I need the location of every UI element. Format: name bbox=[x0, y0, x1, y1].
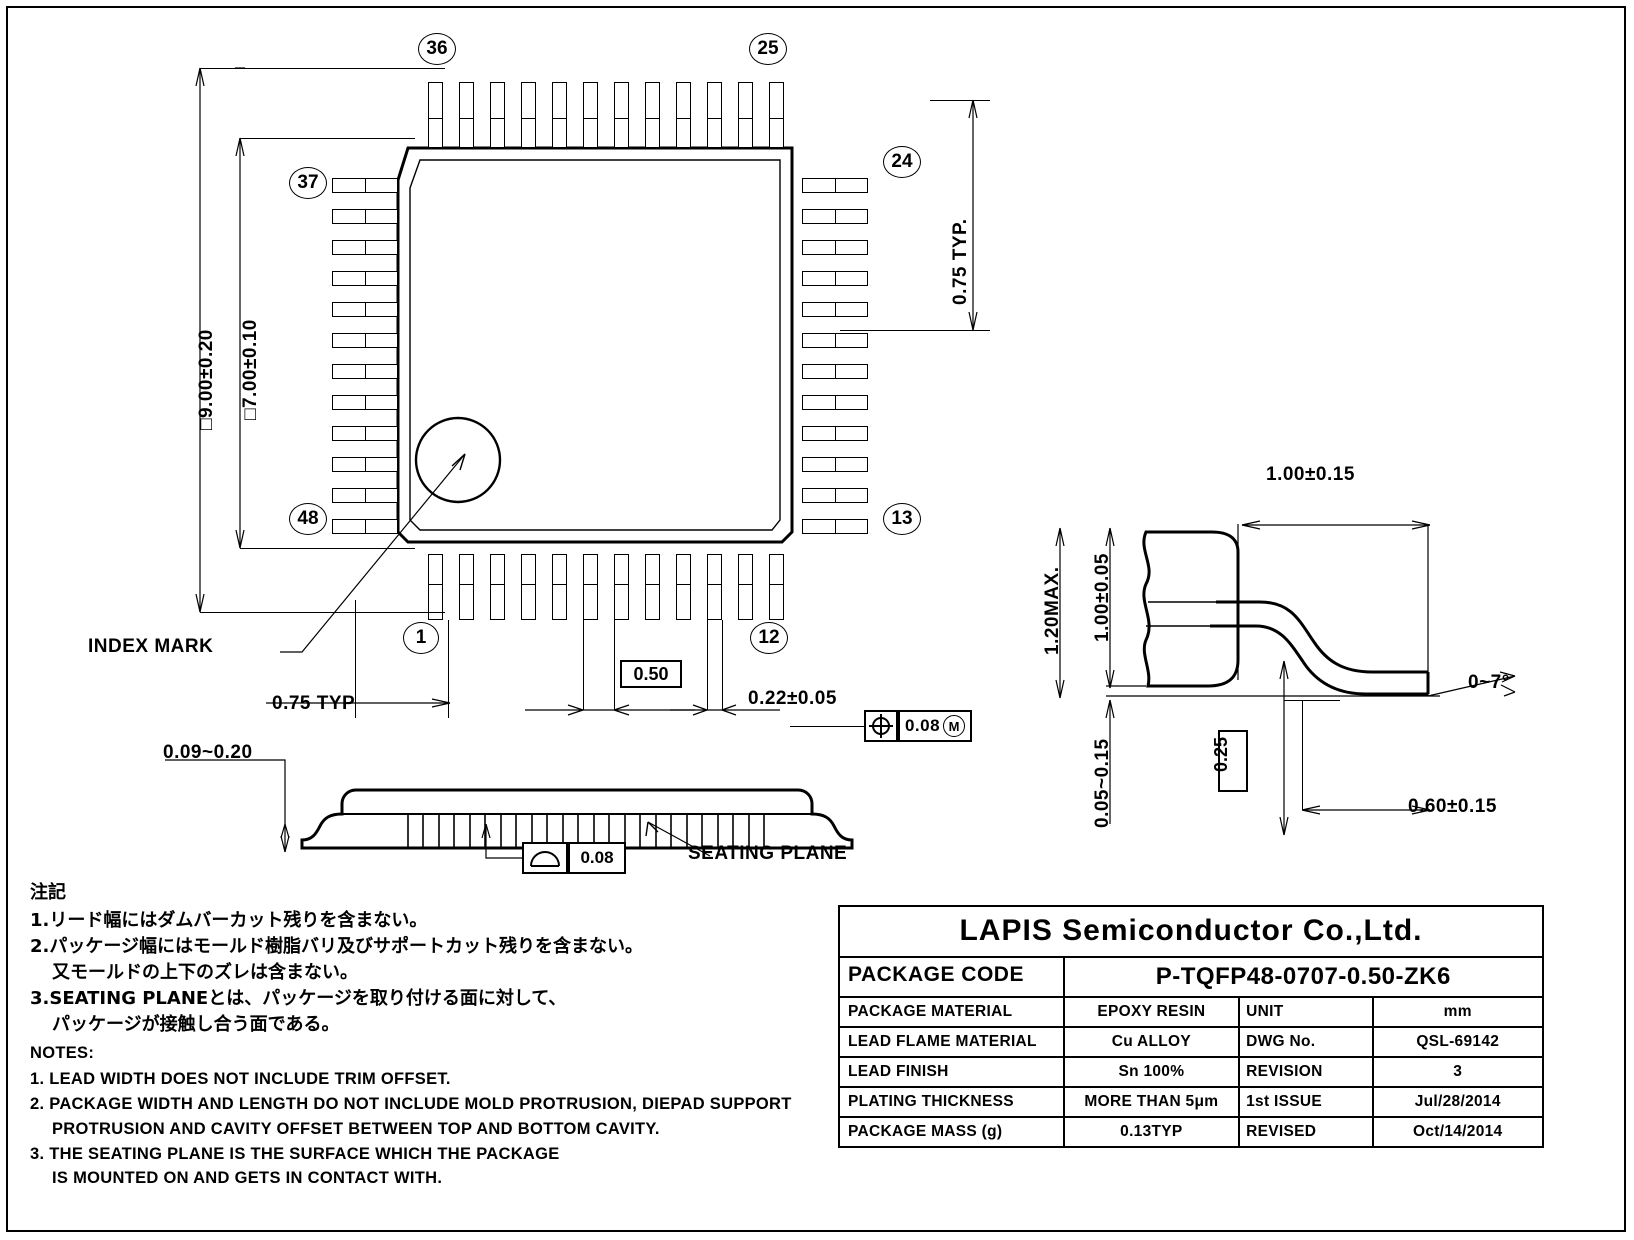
foot-flat-label: 0.60±0.15 bbox=[1408, 796, 1497, 817]
pitch-dimension-line bbox=[525, 704, 695, 716]
pin-callout-48: 48 bbox=[289, 503, 327, 535]
overall-width-label: □9.00±0.20 bbox=[196, 329, 217, 430]
position-tolerance-icon bbox=[869, 714, 893, 738]
note-jp-3b: パッケージが接触し合う面である。 bbox=[52, 1014, 340, 1036]
title-block: LAPIS Semiconductor Co.,Ltd. PACKAGE COD… bbox=[838, 905, 1544, 1148]
table-row: PACKAGE MASS (g) 0.13TYP REVISED Oct/14/… bbox=[840, 1118, 1542, 1146]
note-en-3b: IS MOUNTED ON AND GETS IN CONTACT WITH. bbox=[52, 1169, 443, 1188]
package-code-value: P-TQFP48-0707-0.50-ZK6 bbox=[1155, 963, 1451, 990]
lead-thickness-value: 0.25 bbox=[1211, 736, 1232, 772]
company-name: LAPIS Semiconductor Co.,Ltd. bbox=[840, 907, 1542, 958]
body-thickness-label: 1.00±0.05 bbox=[1092, 553, 1113, 642]
note-jp-2: 2.パッケージ幅にはモールド樹脂バリ及びサポートカット残りを含まない。 bbox=[30, 936, 643, 958]
pin-callout-37: 37 bbox=[289, 167, 327, 199]
seating-plane-label: SEATING PLANE bbox=[688, 843, 848, 864]
foot-flat-dimension-line bbox=[1301, 805, 1431, 815]
note-en-3: 3. THE SEATING PLANE IS THE SURFACE WHIC… bbox=[30, 1144, 560, 1163]
pitch-value-box: 0.50 bbox=[620, 660, 682, 688]
lead-foot-length-dimension-line bbox=[1241, 520, 1431, 530]
position-tolerance-value: 0.08 bbox=[904, 716, 941, 735]
pin-callout-25: 25 bbox=[749, 33, 787, 65]
pin-callout-12: 12 bbox=[750, 622, 788, 654]
notes-en-heading: NOTES: bbox=[30, 1043, 95, 1062]
pin-callout-1: 1 bbox=[403, 622, 439, 654]
pin-callout-24: 24 bbox=[883, 146, 921, 178]
note-en-2: 2. PACKAGE WIDTH AND LENGTH DO NOT INCLU… bbox=[30, 1095, 792, 1114]
row-value2: Jul/28/2014 bbox=[1414, 1093, 1501, 1110]
row-key2: DWG No. bbox=[1240, 1028, 1374, 1056]
row-value: Cu ALLOY bbox=[1065, 1028, 1241, 1056]
row-value: MORE THAN 5μm bbox=[1065, 1088, 1241, 1116]
pin-callout-36: 36 bbox=[418, 33, 456, 65]
total-height-dimension-line bbox=[1055, 527, 1065, 699]
body-width-label: □7.00±0.10 bbox=[240, 319, 261, 420]
row-value2: mm bbox=[1443, 1003, 1472, 1020]
sheet-border bbox=[6, 6, 1626, 1232]
standoff-height-dimension-line bbox=[1105, 699, 1115, 824]
notes-jp-heading: 注記 bbox=[30, 882, 66, 903]
table-row: LEAD FINISH Sn 100% REVISION 3 bbox=[840, 1058, 1542, 1088]
table-row: LEAD FLAME MATERIAL Cu ALLOY DWG No. QSL… bbox=[840, 1028, 1542, 1058]
row-key: PACKAGE MATERIAL bbox=[840, 998, 1065, 1026]
row-value: EPOXY RESIN bbox=[1065, 998, 1241, 1026]
row-key2: REVISED bbox=[1240, 1118, 1374, 1146]
row-key: LEAD FINISH bbox=[840, 1058, 1065, 1086]
coplanarity-leader bbox=[481, 823, 524, 859]
lead-pitch-typ-top-label: 0.75 TYP. bbox=[950, 218, 971, 305]
maximum-material-condition-icon: M bbox=[943, 715, 966, 737]
lead-pitch-typ-left-dimension-line bbox=[266, 698, 451, 708]
lead-thickness-dimension-line bbox=[1279, 660, 1289, 836]
note-jp-1: 1.リード幅にはダムバーカット残りを含まない。 bbox=[30, 910, 428, 932]
row-key: LEAD FLAME MATERIAL bbox=[840, 1028, 1065, 1056]
lead-foot-length-label: 1.00±0.15 bbox=[1266, 464, 1355, 485]
lead-width-dimension-line bbox=[670, 704, 780, 716]
lead-width-label: 0.22±0.05 bbox=[748, 688, 837, 709]
body-thickness-dimension-line bbox=[1105, 527, 1115, 689]
lead-angle-label: 0~7° bbox=[1468, 672, 1510, 693]
profile-of-surface-symbol-cell bbox=[522, 842, 568, 874]
lead-thickness-value-box: 0.25 bbox=[1211, 730, 1248, 792]
package-code-row: PACKAGE CODE P-TQFP48-0707-0.50-ZK6 bbox=[840, 958, 1542, 998]
lead-pitch-typ-left-label: 0.75 TYP bbox=[272, 693, 356, 714]
table-row: PACKAGE MATERIAL EPOXY RESIN UNIT mm bbox=[840, 998, 1542, 1028]
lead-pitch-typ-top-dimension-line bbox=[968, 99, 978, 331]
row-key: PLATING THICKNESS bbox=[840, 1088, 1065, 1116]
table-row: PLATING THICKNESS MORE THAN 5μm 1st ISSU… bbox=[840, 1088, 1542, 1118]
index-mark-label: INDEX MARK bbox=[88, 636, 214, 657]
total-height-label: 1.20MAX. bbox=[1042, 566, 1063, 655]
row-key2: REVISION bbox=[1240, 1058, 1374, 1086]
pin-callout-13: 13 bbox=[883, 503, 921, 535]
position-tolerance-value-cell: 0.08 M bbox=[898, 710, 972, 742]
row-key2: 1st ISSUE bbox=[1240, 1088, 1374, 1116]
standoff-height-label: 0.05~0.15 bbox=[1092, 738, 1113, 828]
standoff-leader bbox=[165, 759, 290, 853]
index-mark-leader bbox=[280, 453, 466, 653]
row-value: 0.13TYP bbox=[1065, 1118, 1241, 1146]
lead-detail-outline bbox=[1106, 524, 1516, 697]
note-jp-3: 3.SEATING PLANEとは、パッケージを取り付ける面に対して、 bbox=[30, 988, 567, 1010]
package-code-label: PACKAGE CODE bbox=[840, 958, 1065, 996]
seating-plane-leader bbox=[645, 821, 711, 857]
row-value2: 3 bbox=[1453, 1063, 1463, 1080]
row-value: Sn 100% bbox=[1065, 1058, 1241, 1086]
note-en-2b: PROTRUSION AND CAVITY OFFSET BETWEEN TOP… bbox=[52, 1119, 660, 1138]
row-value2: QSL-69142 bbox=[1416, 1033, 1500, 1050]
coplanarity-value-cell: 0.08 bbox=[568, 842, 626, 874]
row-value2: Oct/14/2014 bbox=[1413, 1123, 1503, 1140]
standoff-label: 0.09~0.20 bbox=[163, 742, 253, 763]
row-key2: UNIT bbox=[1240, 998, 1374, 1026]
profile-of-surface-icon bbox=[530, 851, 560, 867]
position-tolerance-symbol-cell bbox=[864, 710, 898, 742]
notes-block: 注記 1.リード幅にはダムバーカット残りを含まない。 2.パッケージ幅にはモール… bbox=[30, 880, 820, 1191]
body-width-dimension-line bbox=[235, 137, 245, 549]
note-en-1: 1. LEAD WIDTH DOES NOT INCLUDE TRIM OFFS… bbox=[30, 1070, 451, 1089]
note-jp-2b: 又モールドの上下のズレは含まない。 bbox=[52, 962, 358, 984]
row-key: PACKAGE MASS (g) bbox=[840, 1118, 1065, 1146]
